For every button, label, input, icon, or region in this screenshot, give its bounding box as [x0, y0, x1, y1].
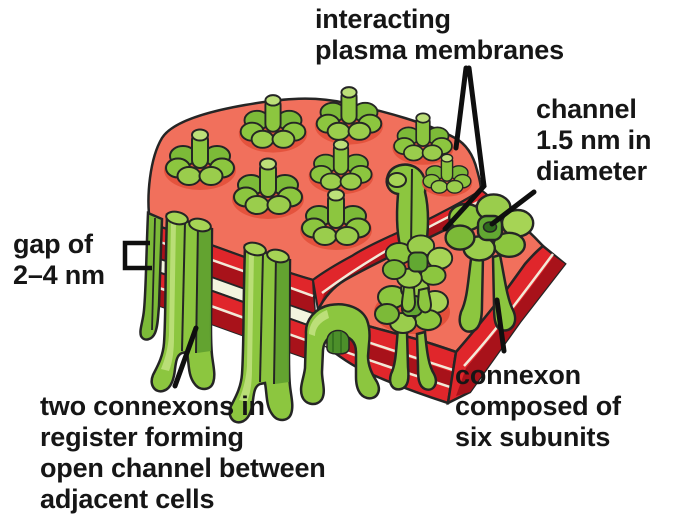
label-gap: gap of 2–4 nm: [13, 229, 105, 291]
connexon-pillars: [139, 208, 294, 424]
label-interacting-plasma-membranes: interacting plasma membranes: [315, 4, 564, 66]
label-line: gap of: [13, 229, 93, 259]
leader-interacting-membrane-2: [442, 65, 487, 232]
leader-lines: [122, 65, 537, 389]
label-line: plasma membranes: [315, 35, 564, 65]
label-line: six subunits: [455, 422, 611, 452]
label-line: diameter: [536, 156, 647, 186]
label-line: interacting: [315, 4, 451, 34]
label-line: 1.5 nm in: [536, 125, 652, 155]
label-line: two connexons in: [40, 391, 265, 421]
cut-open-channel: [299, 303, 381, 406]
label-two-connexons: two connexons in register forming open c…: [40, 391, 326, 515]
leader-two-connexons: [172, 325, 199, 389]
label-line: adjacent cells: [40, 484, 215, 514]
label-channel-diameter: channel 1.5 nm in diameter: [536, 94, 651, 187]
label-line: register forming: [40, 422, 244, 452]
label-line: connexon: [455, 360, 581, 390]
leader-channel-diameter: [489, 189, 537, 227]
leader-connexon-subunits: [494, 297, 507, 354]
connexon-on-lower-membrane: [374, 277, 450, 391]
leader-interacting-membrane-1: [453, 65, 469, 151]
label-line: open channel between: [40, 453, 326, 483]
label-line: 2–4 nm: [13, 260, 105, 290]
label-line: channel: [536, 94, 637, 124]
label-connexon-six-subunits: connexon composed of six subunits: [455, 360, 621, 453]
connexon-pillar-edge: [139, 211, 164, 341]
label-line: composed of: [455, 391, 621, 421]
gap-bracket: [122, 240, 152, 271]
